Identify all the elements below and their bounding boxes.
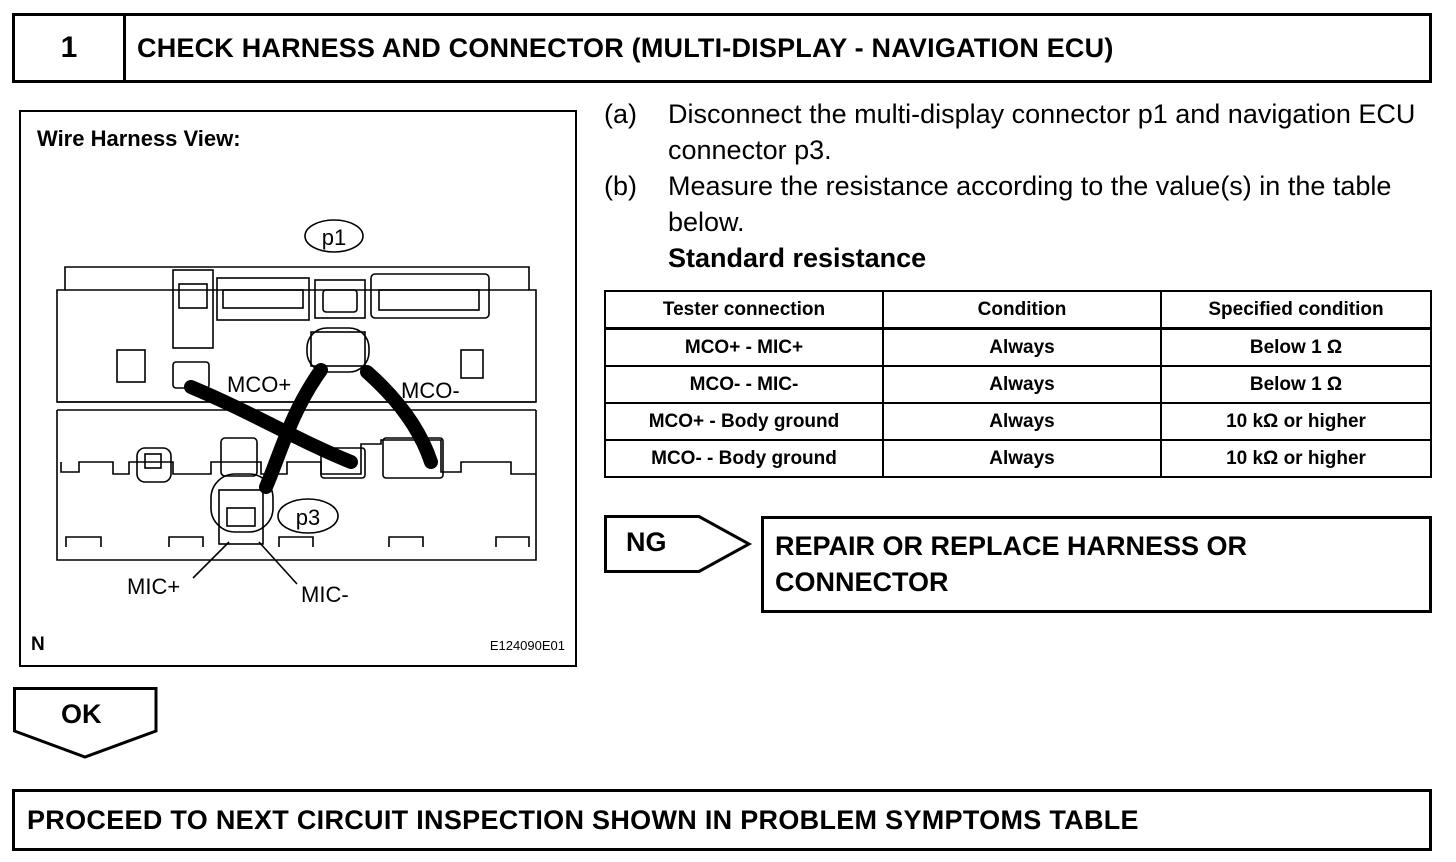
clip (388, 536, 424, 547)
table-row: MCO- - MIC- Always Below 1 Ω (604, 365, 1432, 404)
table-cell: 10 kΩ or higher (1160, 439, 1432, 478)
instruction-text: Measure the resistance according to the … (668, 171, 1392, 237)
harness-tube (184, 380, 358, 469)
connector-p1-center (314, 279, 366, 319)
column-header: Tester connection (604, 290, 884, 330)
figure-title: Wire Harness View: (37, 126, 241, 151)
figure-corner-mark: N (31, 634, 45, 655)
connector-p1-right-inner (378, 289, 480, 311)
ng-label: NG (626, 527, 667, 557)
table-cell: Below 1 Ω (1160, 327, 1432, 367)
ok-branch: OK (13, 687, 161, 766)
ok-arrow-shape (13, 687, 158, 759)
ng-branch: NG (604, 515, 754, 578)
connector-square (220, 437, 258, 477)
label-p1: p1 (322, 225, 346, 250)
proceed-box: PROCEED TO NEXT CIRCUIT INSPECTION SHOWN… (12, 789, 1432, 851)
clip (168, 536, 204, 547)
connector-left (136, 447, 172, 483)
leader-mic-plus (192, 541, 230, 579)
mount-square (460, 349, 484, 379)
table-row: MCO+ - MIC+ Always Below 1 Ω (604, 327, 1432, 367)
clip (65, 536, 102, 547)
step-header: 1 CHECK HARNESS AND CONNECTOR (MULTI-DIS… (12, 13, 1432, 83)
table-cell: Below 1 Ω (1160, 365, 1432, 404)
clip (495, 536, 530, 547)
step-title: CHECK HARNESS AND CONNECTOR (MULTI-DISPL… (137, 32, 1114, 63)
standard-resistance-heading: Standard resistance (668, 243, 927, 273)
table-cell: Always (882, 439, 1162, 478)
leader-mic-minus (258, 541, 298, 585)
ng-result-text: REPAIR OR REPLACE HARNESS OR CONNECTOR (775, 531, 1248, 597)
proceed-text: PROCEED TO NEXT CIRCUIT INSPECTION SHOWN… (27, 804, 1139, 835)
callout-p3-oval (277, 498, 339, 534)
step-number: 1 (15, 16, 126, 80)
clip (278, 536, 314, 547)
panel-lower-outline (56, 410, 537, 561)
table-cell: 10 kΩ or higher (1160, 402, 1432, 441)
connector-left-inner (144, 453, 162, 469)
label-mco-minus: MCO- (401, 378, 460, 403)
connector-mco (310, 331, 366, 367)
instruction-b: (b) Measure the resistance according to … (604, 168, 1434, 240)
panel-lower-steps (60, 439, 536, 475)
label-p3: p3 (296, 505, 320, 530)
label-mic-plus: MIC+ (127, 574, 180, 599)
connector-p3-inner (226, 507, 256, 527)
table-cell: MCO- - Body ground (604, 439, 884, 478)
table-cell: Always (882, 365, 1162, 404)
highlight-loop-mco (306, 327, 370, 373)
connector-p3 (218, 489, 264, 545)
table-row: MCO+ - Body ground Always 10 kΩ or highe… (604, 402, 1432, 441)
table-cell: MCO+ - Body ground (604, 402, 884, 441)
harness-tube (360, 365, 438, 469)
connector-p1-small-inner (178, 283, 208, 309)
wire-harness-figure: Wire Harness View: (19, 110, 577, 667)
ng-result-box: REPAIR OR REPLACE HARNESS OR CONNECTOR (761, 516, 1432, 613)
table-row: MCO- - Body ground Always 10 kΩ or highe… (604, 439, 1432, 478)
instruction-letter: (b) (604, 171, 637, 201)
mount-square (116, 349, 146, 383)
table-header-row: Tester connection Condition Specified co… (604, 290, 1432, 330)
harness-tube (259, 363, 328, 494)
label-mco-plus: MCO+ (227, 372, 291, 397)
ok-label: OK (61, 699, 102, 729)
connector-p1-center-inner (322, 289, 358, 313)
highlight-loop-p3 (210, 473, 274, 533)
connector-p1-right (370, 273, 490, 319)
instruction-text: Disconnect the multi-display connector p… (668, 99, 1416, 165)
figure-id: E124090E01 (489, 638, 565, 653)
table-cell: MCO+ - MIC+ (604, 327, 884, 367)
connector-p1-large-inner (222, 289, 304, 309)
column-header: Condition (882, 290, 1162, 330)
callout-p1-oval (304, 219, 364, 253)
column-header: Specified condition (1160, 290, 1432, 330)
resistance-table: Tester connection Condition Specified co… (604, 290, 1432, 478)
label-mic-minus: MIC- (301, 582, 349, 607)
table-cell: MCO- - MIC- (604, 365, 884, 404)
instruction-letter: (a) (604, 99, 637, 129)
connector-p1-large (216, 277, 310, 321)
instruction-a: (a) Disconnect the multi-display connect… (604, 96, 1434, 168)
table-cell: Always (882, 402, 1162, 441)
harness-illustration: p1 p3 MCO+ MCO- MIC+ MIC- (56, 219, 537, 607)
connector-p1-small (172, 269, 214, 349)
ng-arrow-shape (604, 515, 753, 573)
table-cell: Always (882, 327, 1162, 367)
panel-upper-outline (56, 266, 537, 403)
mount-slot (320, 447, 366, 479)
